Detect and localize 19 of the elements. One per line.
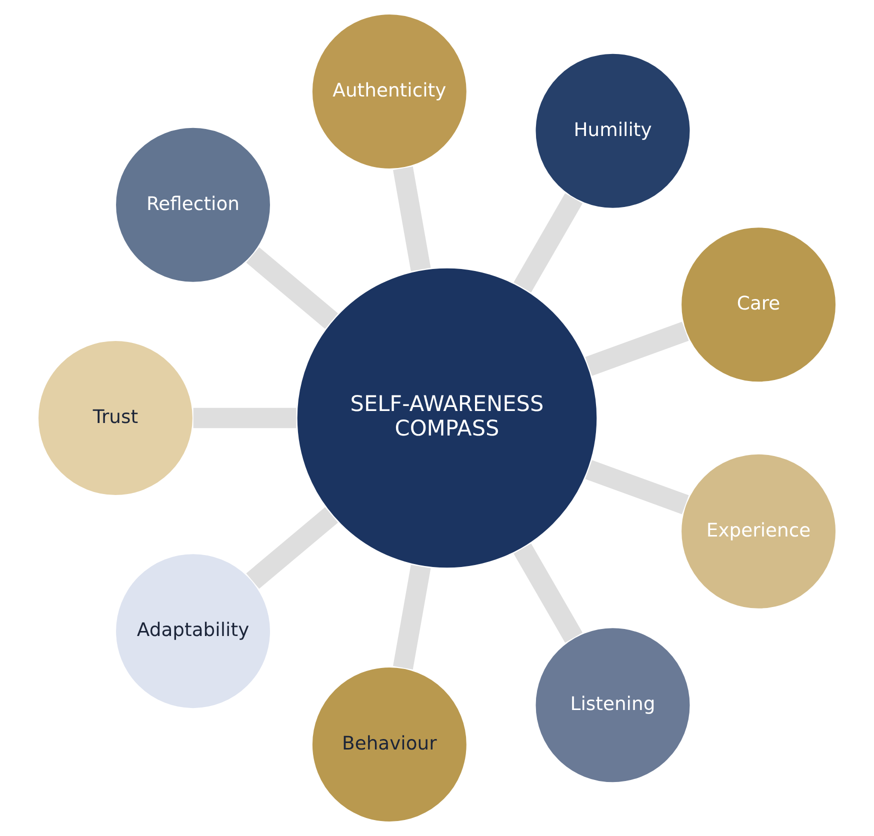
connector [585,460,689,514]
node-circle: Listening [534,626,692,784]
connector [393,564,431,670]
node-circle: Trust [37,340,194,496]
connector [393,166,431,272]
node-circle: Care [680,226,837,384]
connector [193,408,296,428]
connector [246,507,338,589]
node-circle: Behaviour [311,666,468,823]
node-circle: Experience [680,452,837,610]
connector [246,247,338,329]
connector [514,544,583,643]
connector [585,322,689,376]
connector [514,193,583,292]
node-circle: Humility [534,52,692,210]
node-circle: Adaptability [114,552,272,710]
node-circle: Reflection [114,126,272,284]
node-circle: Authenticity [311,13,468,170]
node-circle: SELF-AWARENESS COMPASS [296,266,598,570]
